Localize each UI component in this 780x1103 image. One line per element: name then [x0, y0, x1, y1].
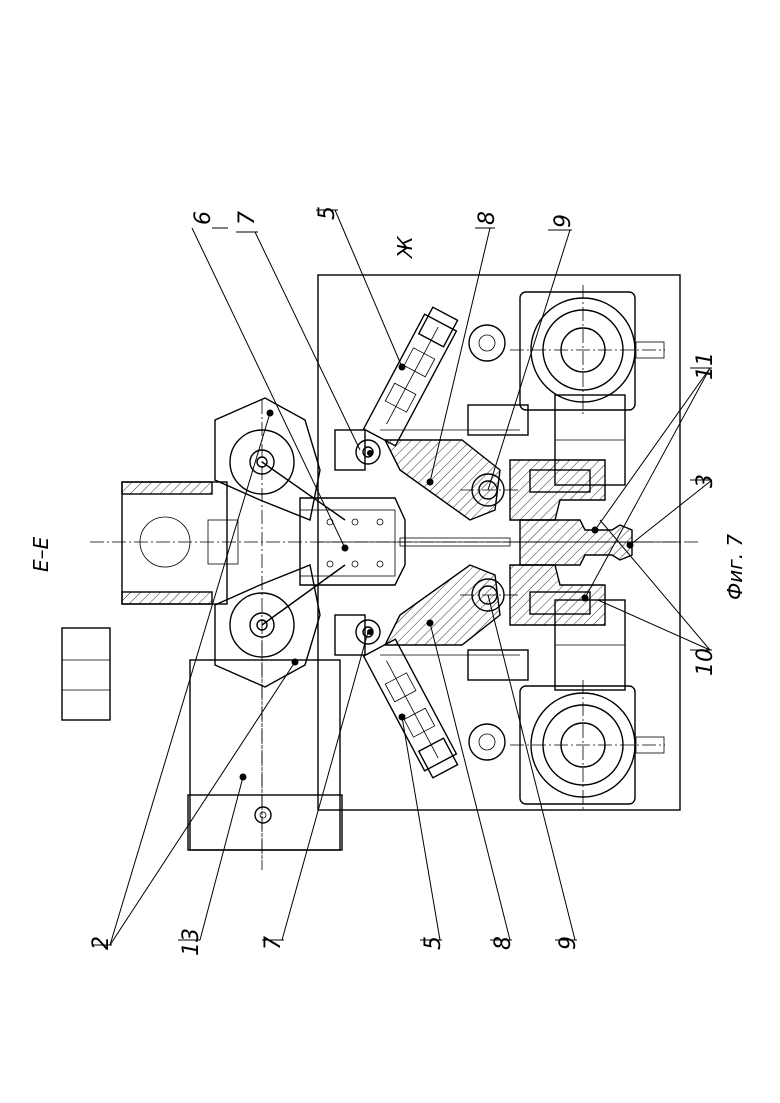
callout-10: 10 [693, 648, 718, 676]
callout-9-bottom: 9 [556, 936, 581, 950]
motor [188, 640, 342, 870]
levers [380, 430, 520, 655]
bosses [469, 325, 505, 760]
section-title: Е–Е [29, 536, 53, 572]
callout-7-bottom: 7 [261, 936, 286, 950]
gearbox [62, 482, 238, 720]
callout-11: 11 [693, 352, 718, 380]
joints [335, 430, 380, 655]
side-arms [215, 398, 345, 687]
callout-6: 6 [191, 211, 216, 225]
lower-wheel [510, 680, 665, 810]
callout-3: 3 [693, 474, 718, 488]
callout-2: 2 [89, 936, 114, 950]
callout-8-bottom: 8 [491, 936, 516, 950]
leader-lines [92, 210, 712, 945]
callout-5-top: 5 [315, 206, 340, 220]
callout-8-top: 8 [475, 211, 500, 225]
callout-9-top: 9 [551, 214, 576, 228]
view-mark: Ж [393, 235, 417, 260]
figure-caption: Фиг. 7 [723, 534, 747, 600]
callout-7-top: 7 [235, 211, 260, 225]
callout-13: 13 [179, 928, 204, 956]
rail [505, 520, 640, 565]
hydraulic-cylinders [364, 305, 462, 779]
callout-5-bottom: 5 [421, 936, 446, 950]
